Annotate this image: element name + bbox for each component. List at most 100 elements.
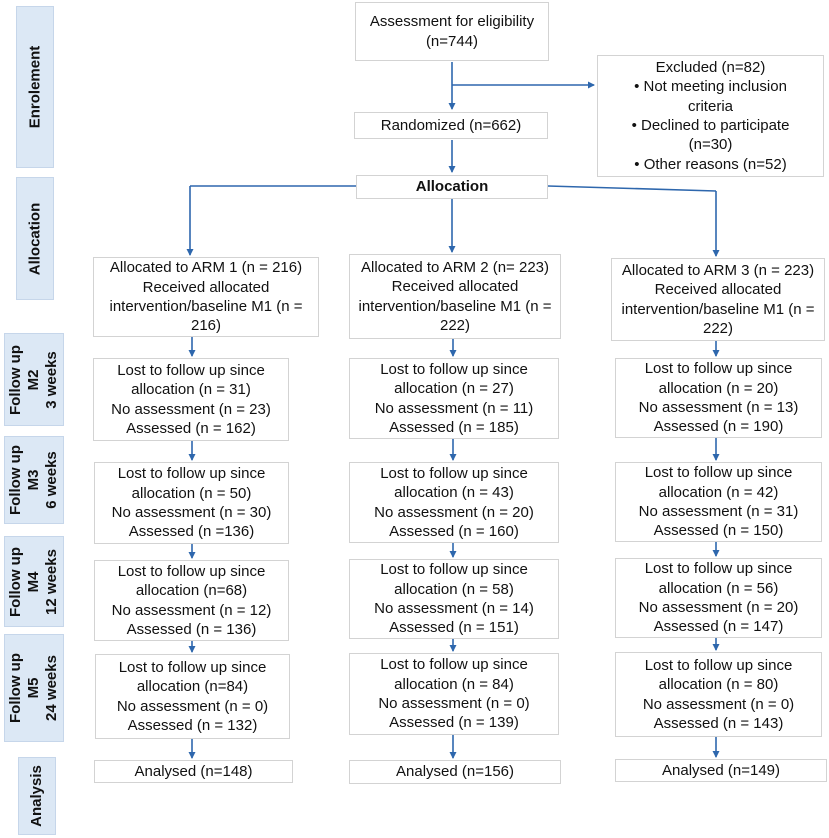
arm2-m3-line-3: No assessment (n = 20) xyxy=(374,503,534,521)
arm3-m4-line-4: Assessed (n = 147) xyxy=(653,618,784,636)
arm3-m3-box: Lost to follow up since allocation (n = … xyxy=(615,462,822,542)
arm1-m5-line-3: No assessment (n = 0) xyxy=(116,697,269,715)
stage-m4-line-3: 12 weeks xyxy=(43,548,61,615)
arm2-m5-line-3: No assessment (n = 0) xyxy=(378,695,530,712)
stage-allocation-label: Allocation xyxy=(26,202,44,275)
arm2-m2-line-1: Lost to follow up since xyxy=(380,360,528,378)
arm1-m3-line-4: Assessed (n =136) xyxy=(128,523,255,541)
arm2-m4-line-1: Lost to follow up since xyxy=(380,561,528,579)
arm1-m5-line-2: allocation (n=84) xyxy=(136,678,249,696)
arm1-m2-line-3: No assessment (n = 23) xyxy=(111,400,271,418)
stage-analysis: Analysis xyxy=(18,757,56,835)
excluded-line-6: • Other reasons (n=52) xyxy=(634,155,787,173)
excluded-line-3: criteria xyxy=(687,97,733,115)
arm1-m2-line-4: Assessed (n = 162) xyxy=(126,419,256,437)
excluded-line-5: (n=30) xyxy=(688,136,733,154)
arm1-m2-line-1: Lost to follow up since xyxy=(117,361,265,379)
stage-followup-m2: Follow up M2 3 weeks xyxy=(4,333,64,426)
stage-enrolment-label: Enrolement xyxy=(26,45,44,129)
stage-followup-m5: Follow up M5 24 weeks xyxy=(4,634,64,742)
randomized-box: Randomized (n=662) xyxy=(354,112,548,139)
arm1-m3-box: Lost to follow up since allocation (n = … xyxy=(94,462,289,544)
arm3-allocation-box: Allocated to ARM 3 (n = 223) Received al… xyxy=(611,258,825,341)
arm2-m2-line-4: Assessed (n = 185) xyxy=(389,418,519,436)
allocation-box: Allocation xyxy=(356,175,548,199)
arm2-m5-line-4: Assessed (n = 139) xyxy=(389,714,519,732)
arm1-analysed-label: Analysed (n=148) xyxy=(134,762,253,780)
allocation-branch-right xyxy=(547,185,717,192)
arm1-m3-line-1: Lost to follow up since xyxy=(117,465,266,483)
stage-m5-line-2: M5 xyxy=(25,677,43,699)
excluded-line-4: • Declined to participate xyxy=(631,117,790,134)
arm3-m4-line-3: No assessment (n = 20) xyxy=(638,599,799,616)
arm2-m3-box: Lost to follow up since allocation (n = … xyxy=(349,462,559,543)
randomized-label: Randomized (n=662) xyxy=(380,116,522,134)
arm2-m4-line-4: Assessed (n = 151) xyxy=(389,619,519,637)
arm1-m4-line-4: Assessed (n = 136) xyxy=(126,620,257,638)
arm1-m2-line-2: allocation (n = 31) xyxy=(131,381,251,399)
arm1-m3-line-3: No assessment (n = 30) xyxy=(111,504,272,521)
stage-m5-line-3: 24 weeks xyxy=(43,655,61,721)
arm2-m5-line-2: allocation (n = 84) xyxy=(394,675,514,693)
excluded-line-1: Excluded (n=82) xyxy=(655,58,766,76)
arm3-m5-line-3: No assessment (n = 0) xyxy=(642,695,795,713)
arm3-m2-line-1: Lost to follow up since xyxy=(644,360,793,378)
arm2-allocation-text: Allocated to ARM 2 (n= 223) Received all… xyxy=(358,258,552,334)
stage-m2-line-1: Follow up xyxy=(7,344,25,415)
arm2-m2-line-3: No assessment (n = 11) xyxy=(374,399,534,417)
arm1-m4-line-2: allocation (n=68) xyxy=(135,582,248,600)
arm3-m3-line-2: allocation (n = 42) xyxy=(658,483,779,501)
arm3-m5-box: Lost to follow up since allocation (n = … xyxy=(615,652,822,737)
arm3-analysed-label: Analysed (n=149) xyxy=(662,761,780,779)
arm2-m4-line-3: No assessment (n = 14) xyxy=(374,600,534,617)
assessment-box: Assessment for eligibility (n=744) xyxy=(355,2,549,61)
arm1-m4-box: Lost to follow up since allocation (n=68… xyxy=(94,560,289,641)
arm3-m2-line-4: Assessed (n = 190) xyxy=(653,418,784,436)
stage-allocation: Allocation xyxy=(16,177,54,300)
assessment-line-2: (n=744) xyxy=(425,32,479,50)
arm3-m5-line-2: allocation (n = 80) xyxy=(658,676,779,694)
stage-m4-line-1: Follow up xyxy=(7,546,25,617)
arm3-m5-line-1: Lost to follow up since xyxy=(644,656,793,674)
arm3-m3-line-3: No assessment (n = 31) xyxy=(638,503,799,520)
stage-followup-m3: Follow up M3 6 weeks xyxy=(4,436,64,524)
stage-m3-line-3: 6 weeks xyxy=(43,451,61,509)
stage-m5-line-1: Follow up xyxy=(7,653,25,723)
arm2-analysed-box: Analysed (n=156) xyxy=(349,760,561,784)
stage-enrolment: Enrolement xyxy=(16,6,54,168)
arm2-m3-line-4: Assessed (n = 160) xyxy=(389,522,519,540)
stage-m4-line-2: M4 xyxy=(25,571,43,592)
arm3-allocation-text: Allocated to ARM 3 (n = 223) Received al… xyxy=(621,261,815,337)
arm1-m3-line-2: allocation (n = 50) xyxy=(131,484,252,502)
arm1-allocation-box: Allocated to ARM 1 (n = 216) Received al… xyxy=(93,257,319,337)
arm2-m5-line-1: Lost to follow up since xyxy=(380,656,528,674)
arm2-analysed-label: Analysed (n=156) xyxy=(396,763,514,781)
arm1-m5-line-4: Assessed (n = 132) xyxy=(127,716,258,734)
allocation-label: Allocation xyxy=(415,178,489,196)
excluded-line-2: • Not meeting inclusion xyxy=(634,78,787,96)
arm1-m2-box: Lost to follow up since allocation (n = … xyxy=(93,358,289,441)
stage-m3-line-1: Follow up xyxy=(7,445,25,515)
excluded-box: Excluded (n=82) • Not meeting inclusion … xyxy=(597,55,824,177)
arm1-m4-line-1: Lost to follow up since xyxy=(117,562,266,580)
arm1-m4-line-3: No assessment (n = 12) xyxy=(111,601,272,619)
arm3-m3-line-1: Lost to follow up since xyxy=(644,464,793,482)
arm3-m2-box: Lost to follow up since allocation (n = … xyxy=(615,358,822,438)
assessment-line-1: Assessment for eligibility xyxy=(369,13,535,31)
stage-m3-line-2: M3 xyxy=(25,469,43,491)
arm3-analysed-box: Analysed (n=149) xyxy=(615,759,827,782)
arm2-m3-line-2: allocation (n = 43) xyxy=(394,484,514,502)
arm2-m4-box: Lost to follow up since allocation (n = … xyxy=(349,559,559,639)
arm3-m3-line-4: Assessed (n = 150) xyxy=(653,522,784,540)
arm1-m5-line-1: Lost to follow up since xyxy=(118,658,267,676)
arm3-m2-line-3: No assessment (n = 13) xyxy=(638,399,799,416)
arm2-m3-line-1: Lost to follow up since xyxy=(380,464,528,482)
arm1-allocation-text: Allocated to ARM 1 (n = 216) Received al… xyxy=(109,259,303,335)
stage-m2-line-2: M2 xyxy=(25,369,43,390)
arm2-m5-box: Lost to follow up since allocation (n = … xyxy=(349,653,559,735)
arm1-analysed-box: Analysed (n=148) xyxy=(94,760,293,783)
arm3-m4-line-2: allocation (n = 56) xyxy=(658,579,779,597)
arm2-m2-box: Lost to follow up since allocation (n = … xyxy=(349,358,559,439)
arm3-m4-box: Lost to follow up since allocation (n = … xyxy=(615,558,822,638)
